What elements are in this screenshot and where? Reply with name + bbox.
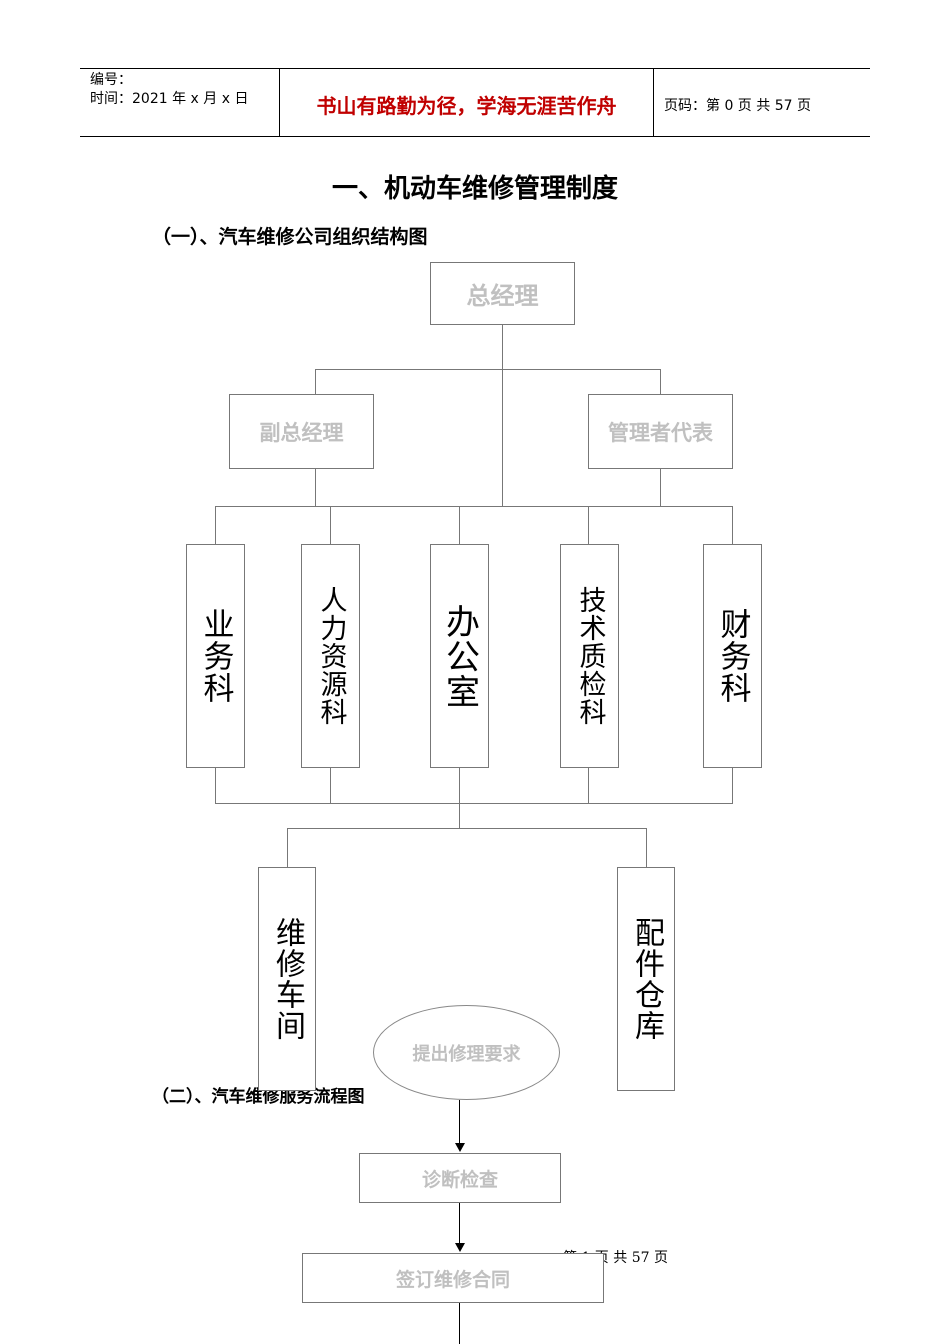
connector-line — [732, 506, 733, 544]
warehouse-label: 配件仓库 — [629, 917, 664, 1041]
warehouse-box: 配件仓库 — [617, 867, 675, 1091]
section1-heading: （一）、汽车维修公司组织结构图 — [152, 226, 428, 248]
flow-arrow-line — [459, 1100, 460, 1145]
connector-line — [330, 767, 331, 804]
deputy-manager-box: 副总经理 — [229, 394, 374, 469]
connector-line — [732, 767, 733, 804]
header-left-cell: 编号： 时间：2021 年 x 月 x 日 — [80, 69, 280, 136]
dept-box-business: 业务科 — [186, 544, 245, 768]
dept-label: 技术质检科 — [574, 586, 606, 726]
connector-line — [315, 369, 316, 394]
dept-box-hr: 人力资源科 — [301, 544, 360, 768]
dept-box-finance: 财务科 — [703, 544, 762, 768]
connector-line — [215, 506, 216, 544]
section2-heading: （二）、汽车维修服务流程图 — [152, 1087, 365, 1107]
connector-line — [502, 324, 503, 507]
dept-box-office: 办公室 — [430, 544, 489, 768]
dept-box-quality: 技术质检科 — [560, 544, 619, 768]
connector-line — [287, 828, 288, 868]
connector-line — [588, 767, 589, 804]
connector-line — [315, 468, 316, 507]
workshop-box: 维修车间 — [258, 867, 316, 1091]
flow-arrow-line — [459, 1203, 460, 1245]
flow-arrow-line — [459, 1303, 460, 1344]
header-page-info: 页码：第 0 页 共 57 页 — [664, 97, 811, 114]
connector-line — [215, 767, 216, 804]
flow-step-request: 提出修理要求 — [373, 1005, 560, 1100]
connector-line — [287, 828, 647, 829]
flow-step-diagnosis: 诊断检查 — [359, 1153, 561, 1203]
workshop-label: 维修车间 — [270, 917, 305, 1041]
connector-line — [215, 506, 733, 507]
dept-label: 人力资源科 — [315, 586, 347, 726]
arrow-down-icon — [455, 1243, 465, 1252]
connector-line — [330, 506, 331, 544]
connector-line — [646, 828, 647, 868]
management-rep-box: 管理者代表 — [588, 394, 733, 469]
connector-line — [215, 803, 733, 804]
flow-step-contract: 签订维修合同 — [302, 1253, 604, 1303]
arrow-down-icon — [455, 1143, 465, 1152]
document-title: 一、机动车维修管理制度 — [331, 174, 618, 204]
header-motto: 书山有路勤为径，学海无涯苦作舟 — [280, 69, 654, 136]
general-manager-box: 总经理 — [430, 262, 575, 325]
dept-label: 财务科 — [714, 608, 751, 704]
connector-line — [459, 767, 460, 828]
connector-line — [315, 369, 661, 370]
time-label: 时间：2021 年 x 月 x 日 — [90, 91, 249, 107]
connector-line — [588, 506, 589, 544]
page-header: 编号： 时间：2021 年 x 月 x 日 书山有路勤为径，学海无涯苦作舟 页码… — [80, 68, 870, 137]
connector-line — [660, 369, 661, 394]
serial-label: 编号： — [90, 72, 132, 88]
dept-label: 办公室 — [439, 603, 480, 709]
dept-label: 业务科 — [197, 608, 234, 704]
connector-line — [459, 506, 460, 544]
connector-line — [660, 468, 661, 507]
